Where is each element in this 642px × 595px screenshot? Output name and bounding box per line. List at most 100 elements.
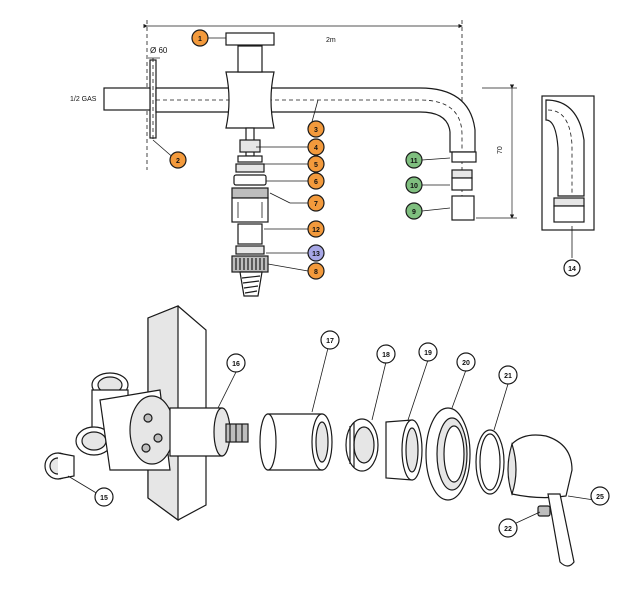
- width-dimension-label: 2m: [326, 37, 336, 44]
- callout-3: 3: [307, 120, 325, 138]
- callout-5-bubble: [307, 155, 325, 173]
- callout-7-number: 7: [314, 201, 318, 208]
- thread-label: 1/2 GAS: [70, 96, 97, 103]
- callout-9: 9: [405, 202, 423, 220]
- callout-11-number: 11: [410, 158, 418, 165]
- callout-14: 14: [563, 259, 581, 277]
- callout-14-number: 14: [568, 266, 576, 273]
- o-ring-upper: [237, 155, 263, 163]
- callout-22-number: 22: [504, 526, 512, 533]
- callout-12-number: 12: [312, 227, 320, 234]
- callout-10-number: 10: [410, 183, 418, 190]
- callout-6: 6: [307, 172, 325, 190]
- inlet-filter-side: [57, 452, 75, 480]
- callout-19-bubble: [418, 342, 438, 362]
- callout-7: 7: [307, 194, 325, 212]
- callout-6-bubble: [307, 172, 325, 190]
- callout-1-number: 1: [198, 36, 202, 43]
- aerator-housing: [451, 195, 475, 221]
- callout-21-bubble: [498, 365, 518, 385]
- callout-15-number: 15: [100, 495, 108, 502]
- aerator-insert: [451, 177, 473, 191]
- inlet-pipe: [103, 87, 151, 111]
- callout-11-bubble: [405, 151, 423, 169]
- callout-5: 5: [307, 155, 325, 173]
- callout-19: 19: [418, 342, 438, 362]
- valve-body-face: [129, 395, 175, 465]
- callout-13-bubble: [307, 244, 325, 262]
- callout-3-number: 3: [314, 127, 318, 134]
- callout-10: 10: [405, 176, 423, 194]
- callout-18: 18: [376, 344, 396, 364]
- callout-1: 1: [191, 29, 209, 47]
- spout-assembly-drawing: 2m 70 Ø 60 1/2 GAS: [70, 20, 595, 297]
- callout-7-bubble: [307, 194, 325, 212]
- callout-17: 17: [320, 330, 340, 350]
- callout-13: 13: [307, 244, 325, 262]
- washer-ring: [233, 174, 267, 186]
- callout-14-bubble: [563, 259, 581, 277]
- lever-arm: [547, 493, 575, 567]
- callout-2-number: 2: [176, 158, 180, 165]
- callout-11: 11: [405, 151, 423, 169]
- callout-18-bubble: [376, 344, 396, 364]
- callout-8: 8: [307, 262, 325, 280]
- handle-cap: [225, 32, 275, 46]
- cartridge-lower: [237, 223, 263, 245]
- height-dimension-label: 70: [497, 146, 504, 154]
- callout-4-bubble: [307, 138, 325, 156]
- callout-8-number: 8: [314, 269, 318, 276]
- callout-16-bubble: [226, 353, 246, 373]
- callout-12-bubble: [307, 220, 325, 238]
- valve-body: [225, 71, 275, 129]
- callout-17-number: 17: [326, 338, 334, 345]
- callout-20-number: 20: [462, 360, 470, 367]
- callout-8-bubble: [307, 262, 325, 280]
- callout-20-bubble: [456, 352, 476, 372]
- callout-3-bubble: [307, 120, 325, 138]
- callout-6-number: 6: [314, 179, 318, 186]
- callout-20: 20: [456, 352, 476, 372]
- callout-17-bubble: [320, 330, 340, 350]
- valve-stem-top: [237, 45, 263, 73]
- callout-25-number: 25: [596, 494, 604, 501]
- callout-25: 25: [590, 486, 610, 506]
- callout-21: 21: [498, 365, 518, 385]
- callout-22: 22: [498, 518, 518, 538]
- diameter-label: Ø 60: [150, 46, 168, 55]
- spline-base: [231, 255, 269, 273]
- seal-ring: [235, 163, 265, 173]
- callout-18-number: 18: [382, 352, 390, 359]
- grub-screw: [537, 505, 551, 517]
- callout-9-number: 9: [412, 209, 416, 216]
- callout-15: 15: [94, 487, 114, 507]
- callout-12: 12: [307, 220, 325, 238]
- inset-box: [541, 95, 595, 231]
- inset-spout: [545, 99, 585, 197]
- callout-16: 16: [226, 353, 246, 373]
- cartridge-collar: [239, 139, 261, 153]
- aerator-washer: [451, 169, 473, 179]
- mixer-exploded-view: [44, 305, 595, 567]
- callout-10-bubble: [405, 176, 423, 194]
- callout-2-bubble: [169, 151, 187, 169]
- callout-5-number: 5: [314, 162, 318, 169]
- callout-25-bubble: [590, 486, 610, 506]
- cartridge-spindle: [225, 423, 249, 443]
- cartridge-nut: [231, 187, 269, 199]
- inset-aerator-ring: [553, 197, 585, 207]
- callout-2: 2: [169, 151, 187, 169]
- lever-handle: [511, 434, 573, 499]
- callout-15-bubble: [94, 487, 114, 507]
- callout-9-bubble: [405, 202, 423, 220]
- callout-19-number: 19: [424, 350, 432, 357]
- wall-flange: [149, 59, 157, 139]
- callout-4-number: 4: [314, 145, 318, 152]
- lower-seal: [235, 245, 265, 255]
- callout-13-number: 13: [312, 251, 320, 258]
- callout-1-bubble: [191, 29, 209, 47]
- callout-21-number: 21: [504, 373, 512, 380]
- cartridge-body: [231, 197, 269, 223]
- callout-22-bubble: [498, 518, 518, 538]
